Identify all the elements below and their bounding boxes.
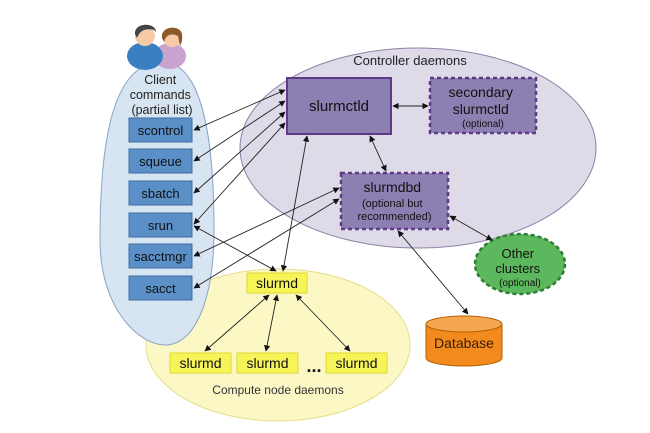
slurmd-label: slurmd [335,355,377,371]
command-srun[interactable]: srun [128,212,193,238]
command-label: scontrol [138,123,184,138]
slurmctld-box[interactable]: slurmctld [286,77,392,135]
arrow-slurmdbd-otherclusters [449,215,493,241]
arrow-slurmctld-slurmd [280,135,310,272]
arrow-slurmctld-slurmdbd [369,135,387,172]
arrow-slurmd-node3 [295,294,351,352]
client-title: Client commands (partial list) [130,73,195,117]
slurmdbd-box[interactable]: slurmdbd (optional but recommended) [339,171,450,231]
slurmd-node-2[interactable]: slurmd [236,352,299,374]
arrow-slurmdbd-database [397,230,469,315]
command-label: sbatch [141,186,179,201]
other-clusters[interactable]: Other clusters (optional) [473,232,567,296]
command-label: squeue [139,154,182,169]
compute-label: Compute node daemons [212,383,343,397]
slurmd-node-1[interactable]: slurmd [169,352,232,374]
command-squeue[interactable]: squeue [128,148,193,174]
ellipsis: ... [306,356,321,376]
arrows [193,89,493,352]
command-sacct[interactable]: sacct [128,275,193,301]
secondary-slurmctld-label: secondary slurmctld (optional) [448,84,517,130]
slurmd-head[interactable]: slurmd [246,272,308,294]
slurmd-node-3[interactable]: slurmd [325,352,388,374]
slurmd-label: slurmd [256,275,298,291]
arrow-slurmd-node1 [204,294,270,352]
arrow-srun-slurmd [193,225,277,272]
command-sacctmgr[interactable]: sacctmgr [128,243,193,269]
command-scontrol[interactable]: scontrol [128,117,193,143]
other-clusters-label: Other clusters (optional) [495,245,544,289]
database-label: Database [434,335,494,351]
slurmctld-label: slurmctld [309,98,369,115]
command-sbatch[interactable]: sbatch [128,180,193,206]
controller-label: Controller daemons [353,53,467,68]
users-icon [127,24,186,70]
secondary-slurmctld-box[interactable]: secondary slurmctld (optional) [428,76,538,135]
slurmdbd-label: slurmdbd (optional but recommended) [358,179,432,223]
command-label: sacct [145,281,176,296]
slurmd-label: slurmd [246,355,288,371]
arrow-slurmd-node2 [264,294,279,352]
database[interactable]: Database [425,315,503,367]
command-label: sacctmgr [134,249,187,264]
slurmd-label: slurmd [179,355,221,371]
command-label: srun [148,218,173,233]
